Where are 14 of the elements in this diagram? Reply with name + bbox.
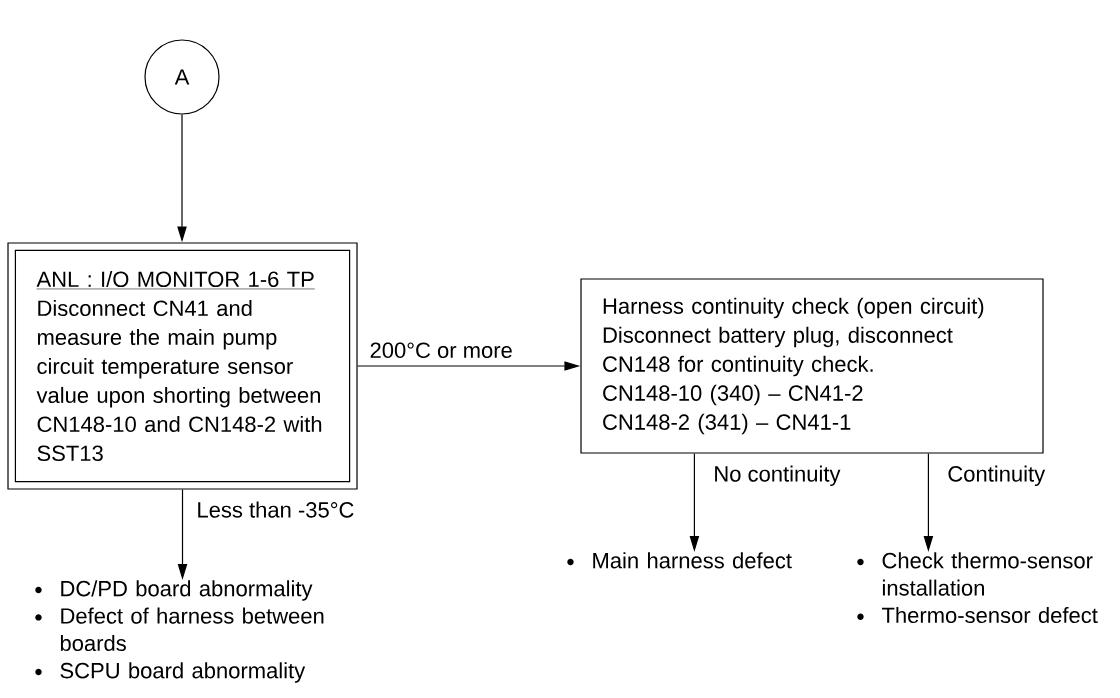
process-box: Harness continuity check (open circuit) Disconnect battery plug, disconnect CN148 for continuity check. CN148-10 (340) – CN41-2 CN148-2 (341) – CN41-1 [580,278,1044,454]
edge-label: Continuity [946,464,1047,488]
edge-label: Less than -35°C [195,500,356,519]
node-label: Defect of harness between boards [60,607,324,652]
process-box: ANL : I/O MONITOR 1-6 TP Disconnect CN41 and measure the main pump circuit temperature sensor value upon shorting between CN148-10 and CN148-2 with SST13 [7,242,358,490]
node-label: DC/PD board abnormality [61,580,313,601]
node-label: Thermo-sensor defect [881,606,1098,624]
edge-label: 200°C or more [368,341,515,360]
edge-label: No continuity [712,464,842,488]
node-label: SCPU board abnormality [60,662,306,683]
bullet-list: Main harness defect [567,552,792,569]
bullet-list: DC/PD board abnormality Defect of harness between boards SCPU board abnormality [35,580,324,683]
bullet-list: Check thermo-sensor installation Thermo-sensor defect [857,552,1098,624]
node-label: Check thermo-sensor installation [882,552,1093,596]
